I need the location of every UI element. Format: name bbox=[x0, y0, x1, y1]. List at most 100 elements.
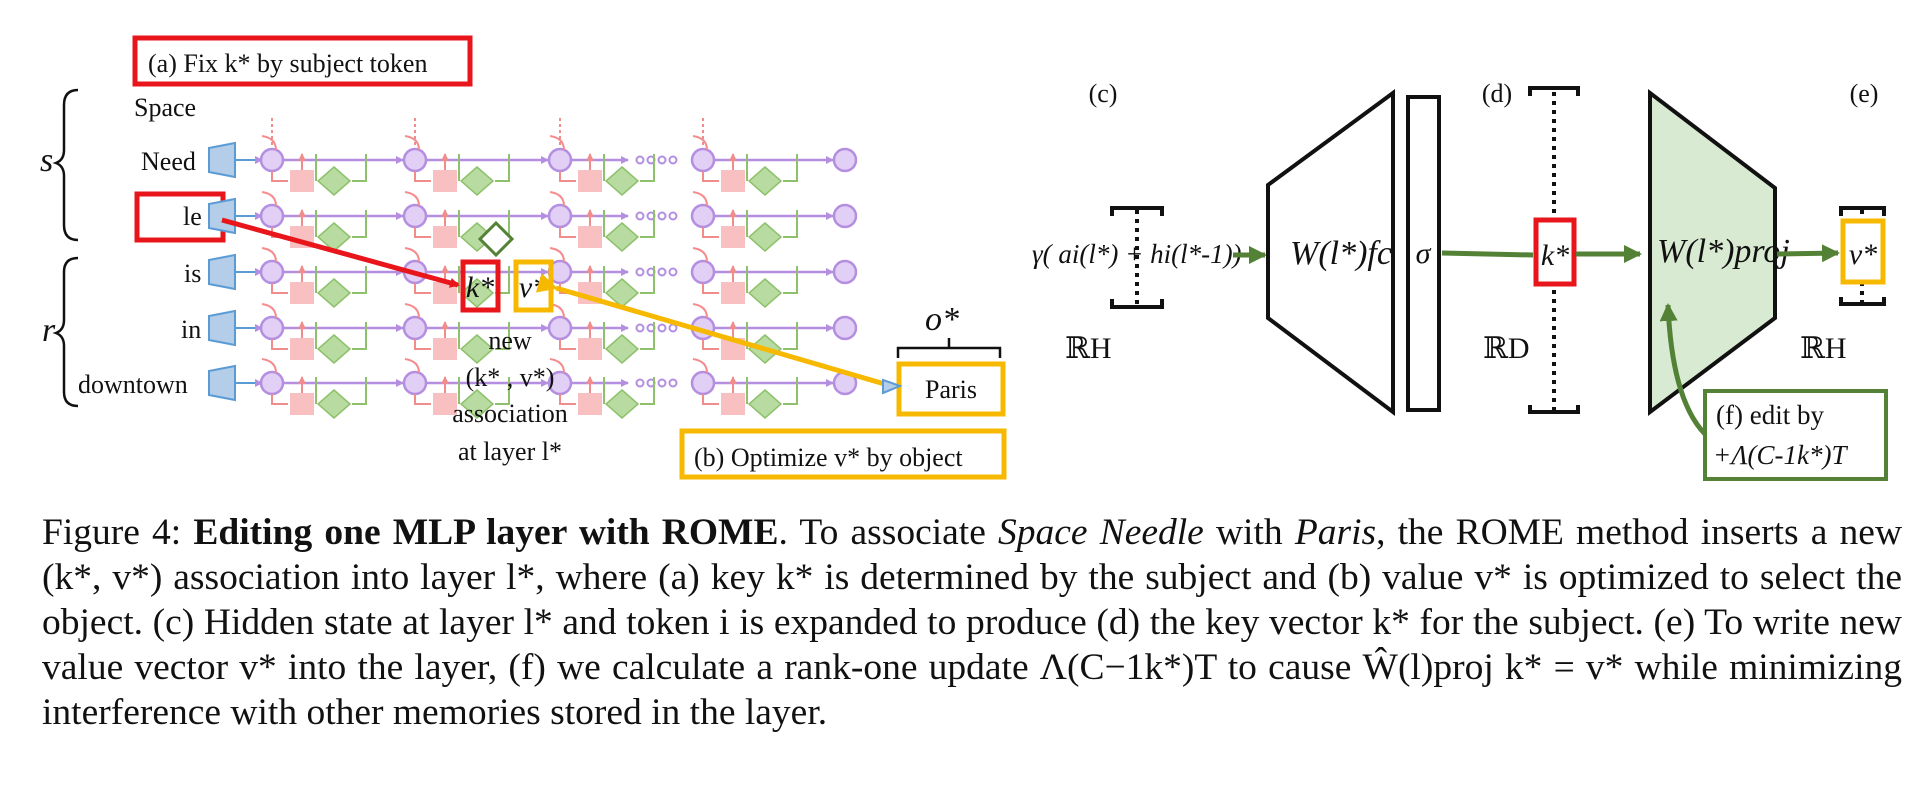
attention-arc bbox=[692, 358, 708, 374]
mlp-block bbox=[316, 278, 352, 308]
attention-block bbox=[433, 170, 457, 192]
hidden-state-node bbox=[547, 147, 573, 173]
attention-arc bbox=[261, 191, 277, 207]
hidden-state-node bbox=[547, 203, 573, 229]
mlp-block bbox=[316, 166, 352, 196]
space-h2: ℝH bbox=[1800, 332, 1847, 365]
yellow-arrow bbox=[535, 273, 889, 388]
fix-label: (a) Fix k* by subject token bbox=[148, 49, 427, 78]
attn-path bbox=[702, 339, 719, 350]
hidden-state-node bbox=[690, 370, 716, 396]
k-star-key-box bbox=[1533, 217, 1577, 287]
mlp-block bbox=[747, 278, 783, 308]
token-space: Space bbox=[134, 93, 196, 122]
edit-box bbox=[1703, 389, 1888, 481]
v-star-label: v* bbox=[519, 271, 547, 304]
attention-arc bbox=[261, 247, 277, 263]
v-star-out-label: v* bbox=[1849, 238, 1877, 271]
attention-block bbox=[721, 170, 745, 192]
hidden-state-node bbox=[402, 203, 428, 229]
ellipsis-dot bbox=[657, 378, 667, 388]
panel-c: (c) (d) (e) γ( ai(l*) + hi(l*-1)) ℝH W(l… bbox=[1032, 79, 1888, 481]
attention-block bbox=[578, 338, 602, 360]
input-vector-bracket bbox=[1110, 206, 1164, 309]
caption-text-1: . To associate bbox=[778, 512, 999, 553]
mlp-out bbox=[783, 377, 798, 405]
caption-figure-number: Figure 4: bbox=[42, 512, 182, 553]
sigma-to-k-arrow bbox=[1441, 250, 1534, 258]
attention-arc bbox=[549, 358, 565, 374]
attention-block bbox=[290, 170, 314, 192]
o-star-brace bbox=[896, 338, 1002, 358]
hidden-state-node bbox=[259, 315, 285, 341]
mlp-out bbox=[640, 322, 655, 350]
mlp-out bbox=[783, 154, 798, 182]
label-c: (c) bbox=[1089, 79, 1118, 108]
hidden-state-node bbox=[832, 147, 858, 173]
hidden-state-node bbox=[402, 315, 428, 341]
ellipsis-dot bbox=[657, 267, 667, 277]
attention-block bbox=[578, 226, 602, 248]
token-embed-icon bbox=[208, 364, 236, 402]
caption-text-3: , the ROME method inserts a new (k*, v*)… bbox=[42, 512, 1903, 733]
attention-arc bbox=[692, 191, 708, 207]
token-need: Need bbox=[141, 147, 196, 176]
mlp-out bbox=[640, 154, 655, 182]
ellipsis-dot bbox=[668, 267, 678, 277]
hidden-state-node bbox=[690, 203, 716, 229]
ellipsis-dot bbox=[657, 211, 667, 221]
attention-block bbox=[721, 393, 745, 415]
token-downtown: downtown bbox=[78, 370, 188, 399]
hidden-state-node bbox=[690, 259, 716, 285]
attn-path bbox=[559, 171, 576, 182]
v-star-out-box bbox=[1840, 218, 1886, 285]
o-star-label: o* bbox=[925, 301, 959, 338]
mlp-out bbox=[352, 154, 367, 182]
mlp-out bbox=[352, 266, 367, 294]
w-proj-label: W(l*)proj bbox=[1657, 233, 1790, 270]
ellipsis-dot bbox=[657, 155, 667, 165]
hidden-state-node bbox=[832, 315, 858, 341]
mlp-block bbox=[604, 166, 640, 196]
ellipsis-dot bbox=[635, 267, 645, 277]
attention-block bbox=[433, 338, 457, 360]
mlp-block bbox=[316, 334, 352, 364]
edit-curve-arrow bbox=[1659, 303, 1707, 436]
assoc-line-2: (k* , v*) bbox=[466, 363, 555, 392]
mlp-block bbox=[747, 389, 783, 419]
attention-block bbox=[290, 393, 314, 415]
assoc-line-4: at layer l* bbox=[458, 437, 562, 466]
mlp-block bbox=[604, 222, 640, 252]
hidden-state-node bbox=[259, 203, 285, 229]
ellipsis-dot bbox=[635, 378, 645, 388]
token-embed-icon bbox=[208, 141, 236, 179]
attn-path bbox=[702, 171, 719, 182]
attention-block bbox=[578, 393, 602, 415]
ellipsis-dot bbox=[668, 323, 678, 333]
attention-block bbox=[290, 282, 314, 304]
proj-to-v-arrow bbox=[1776, 244, 1840, 263]
hidden-state-node bbox=[402, 370, 428, 396]
caption-title: Editing one MLP layer with ROME bbox=[193, 512, 779, 553]
attn-path bbox=[271, 394, 288, 405]
attention-block bbox=[721, 282, 745, 304]
attention-block bbox=[433, 393, 457, 415]
mlp-out bbox=[783, 322, 798, 350]
hidden-state-node bbox=[832, 203, 858, 229]
attention-arc bbox=[404, 135, 420, 151]
attention-arc bbox=[692, 247, 708, 263]
attention-arc bbox=[404, 191, 420, 207]
input-expr: γ( ai(l*) + hi(l*-1)) bbox=[1032, 239, 1242, 269]
attention-arc bbox=[404, 247, 420, 263]
ellipsis-dot bbox=[635, 155, 645, 165]
mlp-block bbox=[459, 334, 495, 364]
k-star-label: k* bbox=[466, 271, 494, 304]
mlp-out bbox=[352, 322, 367, 350]
attention-block bbox=[578, 170, 602, 192]
attention-arc bbox=[549, 191, 565, 207]
attn-path bbox=[414, 283, 431, 294]
hidden-state-node bbox=[832, 259, 858, 285]
hidden-state-node bbox=[259, 147, 285, 173]
hidden-state-node bbox=[259, 370, 285, 396]
brace-s bbox=[52, 88, 79, 242]
